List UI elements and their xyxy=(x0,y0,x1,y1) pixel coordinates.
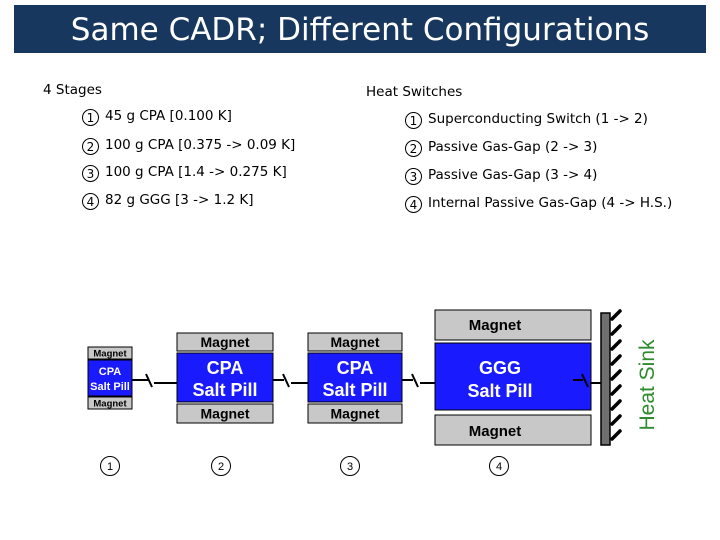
heat-switch-4 xyxy=(573,373,601,388)
stage-4-magnet-bottom-label: Magnet xyxy=(469,423,522,440)
switch-item-3: 3 Passive Gas-Gap (3 -> 4) xyxy=(405,167,597,185)
stage-number-markers: 1 2 3 4 xyxy=(100,456,509,476)
stage-4-magnet-top-label: Magnet xyxy=(469,317,522,334)
stage-text-3: 100 g CPA [1.4 -> 0.275 K] xyxy=(105,164,287,180)
marker-1-label: 1 xyxy=(107,461,113,473)
stage-2-salt-pill xyxy=(176,352,274,403)
heat-sink-wall xyxy=(600,309,622,446)
stage-2-magnet-bottom xyxy=(176,403,274,424)
switch-item-1: 1 Superconducting Switch (1 -> 2) xyxy=(405,111,648,129)
stage-1-pill-line1: CPA xyxy=(99,366,121,378)
stage-number-4: 4 xyxy=(82,193,99,210)
stage-number-3: 3 xyxy=(82,165,99,182)
stage-3-magnet-bottom-label: Magnet xyxy=(331,406,380,422)
heat-switch-1 xyxy=(132,373,177,388)
stage-3-pill-line1: CPA xyxy=(337,358,374,378)
switch-number-1: 1 xyxy=(405,112,422,129)
stage-2-pill-line1: CPA xyxy=(207,358,244,378)
marker-1 xyxy=(100,456,120,476)
marker-2 xyxy=(211,456,231,476)
stage-1-magnet-top-label: Magnet xyxy=(93,349,127,360)
switch-number-3: 3 xyxy=(405,168,422,185)
stage-1-salt-pill xyxy=(87,359,133,397)
stage-3-assembly: Magnet CPA Salt Pill Magnet xyxy=(307,332,403,424)
switch-text-1: Superconducting Switch (1 -> 2) xyxy=(428,111,648,127)
stage-2-magnet-top xyxy=(176,332,274,352)
switch-item-4: 4 Internal Passive Gas-Gap (4 -> H.S.) xyxy=(405,195,672,213)
stage-1-magnet-top xyxy=(87,346,133,360)
switches-heading: Heat Switches xyxy=(366,84,463,100)
heat-switch-2 xyxy=(273,373,308,388)
stage-text-4: 82 g GGG [3 -> 1.2 K] xyxy=(105,192,254,208)
stage-text-2: 100 g CPA [0.375 -> 0.09 K] xyxy=(105,137,296,153)
stage-4-assembly: Magnet GGG Salt Pill Magnet xyxy=(434,309,592,446)
marker-2-label: 2 xyxy=(218,461,224,473)
stage-4-pill-line2: Salt Pill xyxy=(467,381,532,401)
stage-1-pill-line2: Salt Pill xyxy=(90,381,130,393)
switch-item-2: 2 Passive Gas-Gap (2 -> 3) xyxy=(405,139,597,157)
stage-3-magnet-top-label: Magnet xyxy=(331,334,380,350)
stage-item-1: 1 45 g CPA [0.100 K] xyxy=(82,108,232,126)
switch-number-2: 2 xyxy=(405,140,422,157)
stage-item-3: 3 100 g CPA [1.4 -> 0.275 K] xyxy=(82,164,287,182)
stage-2-pill-line2: Salt Pill xyxy=(192,380,257,400)
stages-heading: 4 Stages xyxy=(43,82,102,98)
switch-text-2: Passive Gas-Gap (2 -> 3) xyxy=(428,139,598,155)
switch-text-4: Internal Passive Gas-Gap (4 -> H.S.) xyxy=(428,195,673,211)
stage-item-2: 2 100 g CPA [0.375 -> 0.09 K] xyxy=(82,137,295,155)
stage-4-magnet-top xyxy=(434,309,592,341)
page-title: Same CADR; Different Configurations xyxy=(14,5,706,53)
stage-number-2: 2 xyxy=(82,138,99,155)
stage-2-assembly: Magnet CPA Salt Pill Magnet xyxy=(176,332,274,424)
marker-3-label: 3 xyxy=(347,461,353,473)
stage-text-1: 45 g CPA [0.100 K] xyxy=(105,108,232,124)
stage-1-magnet-bottom-label: Magnet xyxy=(93,399,127,410)
stage-1-magnet-bottom xyxy=(87,396,133,410)
marker-4 xyxy=(489,456,509,476)
heat-switch-3 xyxy=(402,373,435,388)
stage-2-magnet-top-label: Magnet xyxy=(201,334,250,350)
switch-text-3: Passive Gas-Gap (3 -> 4) xyxy=(428,167,598,183)
stage-2-magnet-bottom-label: Magnet xyxy=(201,406,250,422)
stage-3-magnet-bottom xyxy=(307,403,403,424)
stage-4-salt-pill xyxy=(434,342,592,411)
stage-3-magnet-top xyxy=(307,332,403,352)
stage-4-pill-line1: GGG xyxy=(479,358,521,378)
switch-number-4: 4 xyxy=(405,196,422,213)
heat-sink-label: Heat Sink xyxy=(636,339,659,431)
stage-3-pill-line2: Salt Pill xyxy=(322,380,387,400)
stage-3-salt-pill xyxy=(307,352,403,403)
stage-1-assembly: Magnet CPA Salt Pill Magnet xyxy=(87,346,133,410)
stage-number-1: 1 xyxy=(82,109,99,126)
marker-3 xyxy=(340,456,360,476)
marker-4-label: 4 xyxy=(496,461,502,473)
stage-item-4: 4 82 g GGG [3 -> 1.2 K] xyxy=(82,192,254,210)
stage-4-magnet-bottom xyxy=(434,414,592,446)
